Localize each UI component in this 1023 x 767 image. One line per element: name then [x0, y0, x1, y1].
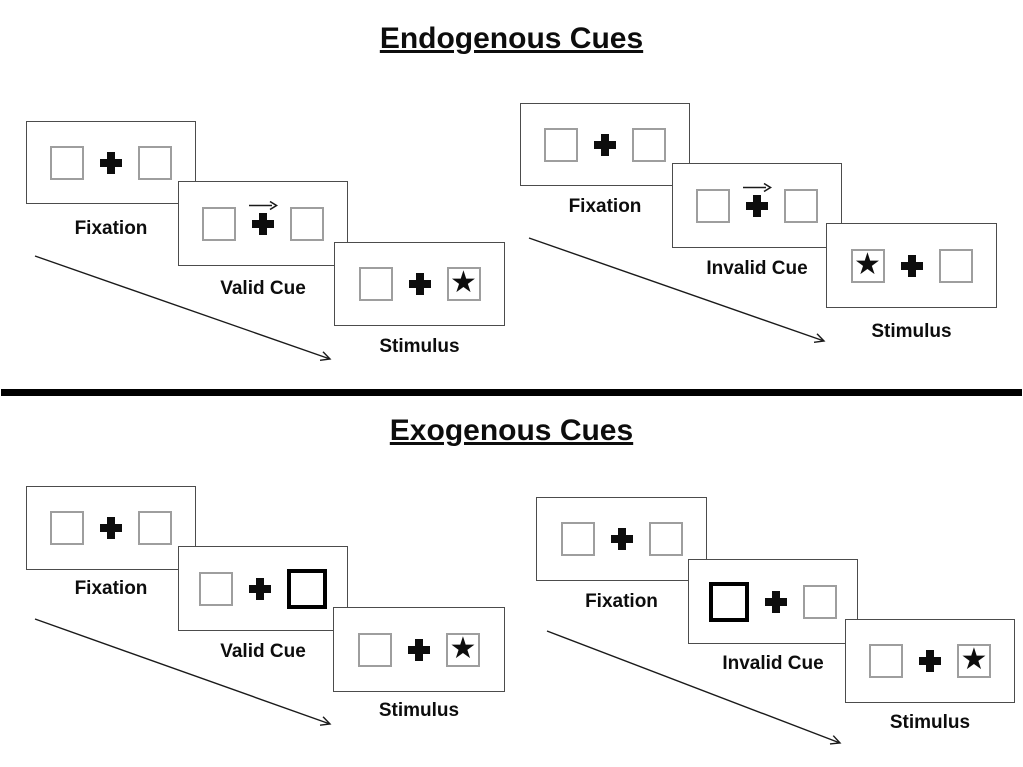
fixation-cross-icon [408, 273, 431, 295]
endogenous-valid-fixation-panel [26, 121, 196, 204]
right-target-box: ★ [446, 266, 481, 301]
fixation-cross-icon [919, 650, 941, 672]
right-arrow-cue-icon [249, 200, 278, 210]
left-placeholder-box [358, 632, 392, 667]
panel-label: Stimulus [871, 321, 952, 342]
fixation-cross-icon [249, 577, 271, 600]
right-placeholder-box [138, 511, 172, 545]
exogenous-valid-stimulus-panel: ★ [333, 607, 505, 692]
right-placeholder-box [938, 248, 973, 283]
left-target-box: ★ [850, 247, 885, 283]
left-placeholder-box [50, 511, 84, 545]
fixation-cross-icon [249, 200, 278, 235]
right-highlighted-cue-box [287, 568, 327, 609]
fixation-cross-icon [100, 517, 122, 539]
endogenous-valid-cue-panel [178, 181, 348, 266]
endogenous-valid-stimulus-panel: ★ [334, 242, 505, 326]
fixation-cross-icon [765, 590, 787, 613]
endogenous-invalid-stimulus-panel: ★ [826, 223, 997, 308]
left-placeholder-box [202, 206, 236, 241]
endogenous-section-title: Endogenous Cues [379, 22, 644, 55]
exogenous-invalid-stimulus-panel: ★ [845, 619, 1015, 703]
exogenous-section-title: Exogenous Cues [389, 414, 634, 447]
fixation-cross-icon [610, 528, 633, 550]
panel-label: Fixation [74, 578, 148, 599]
panel-label: Fixation [585, 591, 658, 612]
right-placeholder-box [803, 584, 837, 619]
panel-label: Invalid Cue [722, 653, 824, 674]
right-placeholder-box [632, 127, 666, 162]
right-placeholder-box [648, 522, 683, 556]
exogenous-invalid-fixation-panel [536, 497, 707, 581]
endogenous-valid-timeline-arrow [34, 255, 330, 359]
panel-label: Valid Cue [220, 641, 306, 662]
left-placeholder-box [696, 188, 730, 223]
panel-label: Fixation [74, 218, 148, 239]
endogenous-invalid-timeline-arrow [528, 237, 824, 341]
exogenous-invalid-timeline-arrow [546, 630, 840, 743]
fixation-cross-icon [594, 133, 616, 156]
right-placeholder-box [290, 206, 324, 241]
panel-label: Stimulus [889, 712, 971, 733]
star-stimulus-icon: ★ [960, 643, 988, 676]
left-placeholder-box [199, 571, 233, 606]
panel-label: Stimulus [379, 336, 460, 357]
section-divider-line [1, 389, 1022, 396]
panel-label: Stimulus [378, 700, 460, 721]
left-placeholder-box [869, 644, 903, 678]
panel-label: Fixation [568, 196, 642, 217]
star-stimulus-icon: ★ [449, 631, 477, 665]
fixation-cross-icon [900, 254, 923, 277]
right-target-box: ★ [446, 631, 480, 667]
right-target-box: ★ [957, 644, 991, 678]
exogenous-invalid-cue-panel [688, 559, 858, 644]
panel-label: Invalid Cue [706, 258, 808, 279]
left-placeholder-box [560, 522, 595, 556]
fixation-cross-icon [100, 151, 122, 174]
panel-label: Valid Cue [220, 278, 306, 299]
exogenous-valid-cue-panel [178, 546, 348, 631]
left-placeholder-box [544, 127, 578, 162]
star-stimulus-icon: ★ [450, 266, 477, 299]
left-placeholder-box [50, 145, 84, 180]
fixation-cross-icon [408, 638, 430, 661]
fixation-cross-icon [743, 182, 772, 217]
right-placeholder-box [784, 188, 818, 223]
left-placeholder-box [358, 267, 393, 301]
endogenous-invalid-fixation-panel [520, 103, 690, 186]
endogenous-invalid-cue-panel [672, 163, 842, 248]
exogenous-valid-timeline-arrow [34, 618, 330, 724]
exogenous-valid-fixation-panel [26, 486, 196, 570]
right-placeholder-box [138, 145, 172, 180]
right-arrow-cue-icon [743, 182, 772, 192]
left-highlighted-cue-box [709, 581, 749, 622]
star-stimulus-icon: ★ [854, 247, 881, 281]
